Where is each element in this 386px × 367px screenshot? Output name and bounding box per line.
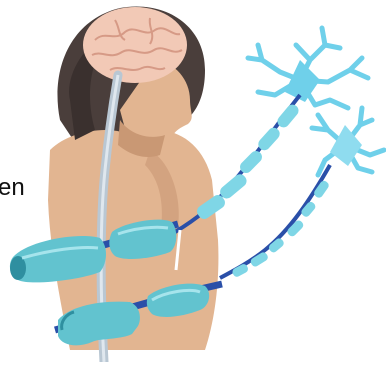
neuron-icon <box>248 28 368 108</box>
brain-icon <box>83 7 187 83</box>
cropped-caption-text: en <box>0 176 25 200</box>
neuron-icon-lower <box>312 108 384 175</box>
